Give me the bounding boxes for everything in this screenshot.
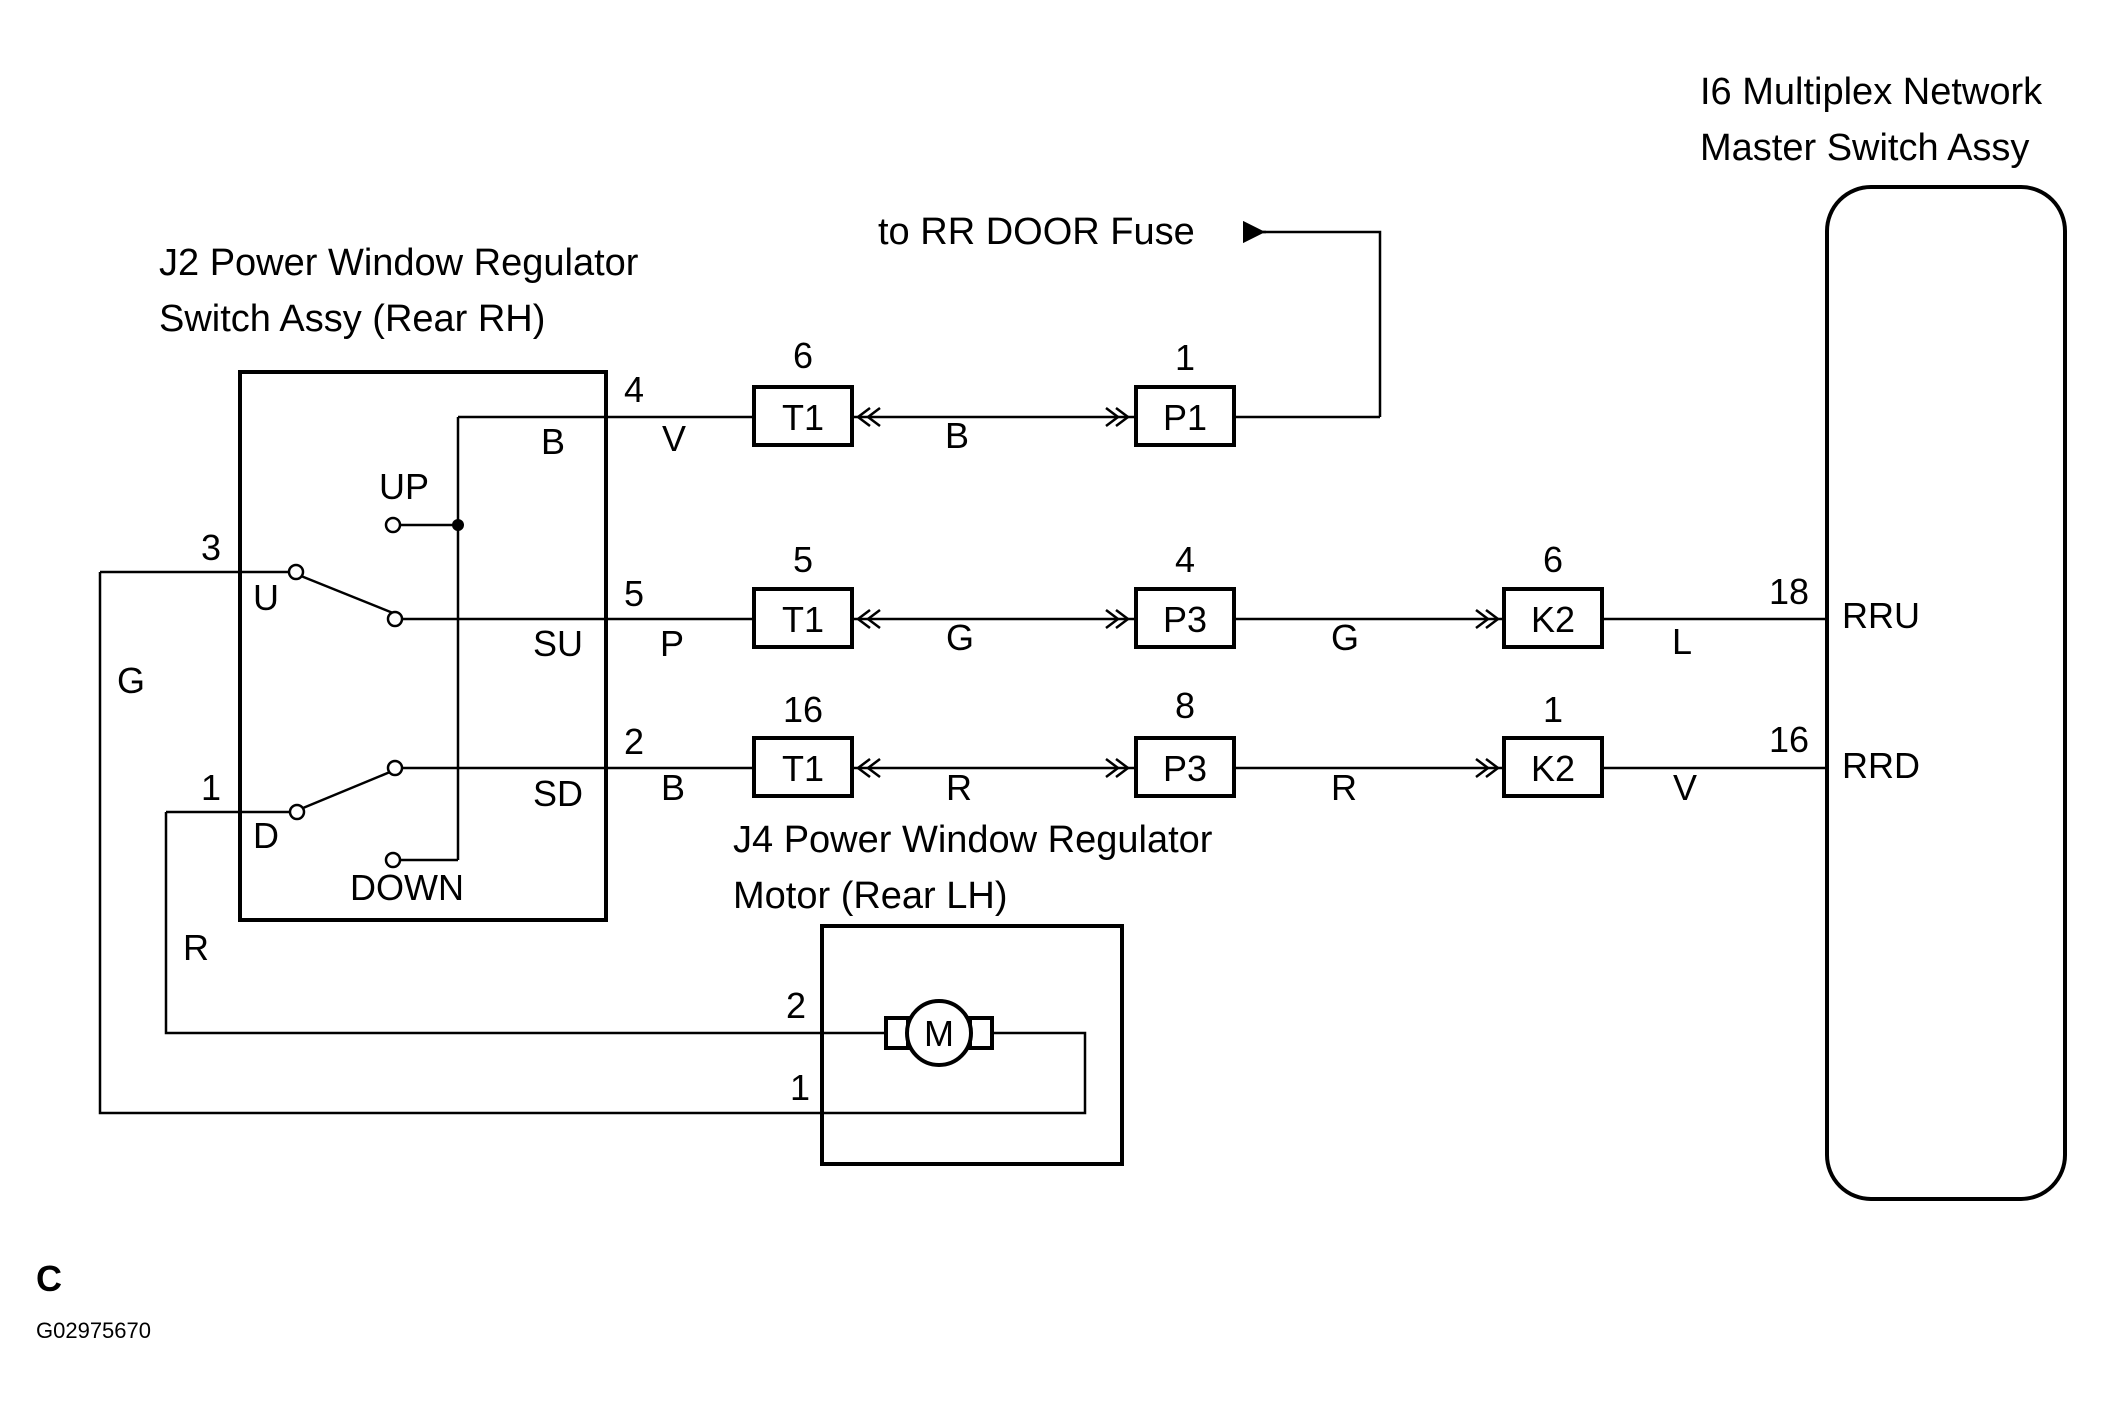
- switch-down-label: DOWN: [350, 867, 464, 908]
- wire-color-label: R: [1331, 767, 1357, 808]
- motor-symbol: M: [924, 1013, 954, 1054]
- connector-name: T1: [782, 748, 824, 789]
- wire-color-label: R: [946, 767, 972, 808]
- switch-sd-terminal: SD: [533, 773, 583, 814]
- master-rrd-terminal: RRD: [1842, 745, 1920, 786]
- wire-color-label: V: [1673, 767, 1697, 808]
- wire-color-label: P: [660, 623, 684, 664]
- fuse-label: to RR DOOR Fuse: [878, 211, 1195, 253]
- switch-pin-5: 5: [624, 573, 644, 614]
- switch-d-label: D: [253, 815, 279, 856]
- j4-title-line1: J4 Power Window Regulator: [733, 819, 1213, 861]
- switch-up-label: UP: [379, 466, 429, 507]
- connector-pin: 4: [1175, 539, 1195, 580]
- connector-pin: 6: [1543, 539, 1563, 580]
- motor-pin-1: 1: [790, 1067, 810, 1108]
- connector-name: P1: [1163, 397, 1207, 438]
- j2-title-line1: J2 Power Window Regulator: [159, 242, 639, 284]
- connector-name: P3: [1163, 748, 1207, 789]
- connector-pin: 6: [793, 335, 813, 376]
- motor-pin-2: 2: [786, 985, 806, 1026]
- master-pin-16: 16: [1769, 719, 1809, 760]
- wire-color-label: G: [946, 617, 974, 658]
- wire-color-label: G: [1331, 617, 1359, 658]
- connector-name: P3: [1163, 599, 1207, 640]
- switch-pin-2: 2: [624, 721, 644, 762]
- connector-pin: 1: [1175, 337, 1195, 378]
- connector-name: T1: [782, 397, 824, 438]
- wire-color-label: G: [117, 660, 145, 701]
- connector-p3-row3: P3 8: [1134, 685, 1236, 798]
- master-rru-terminal: RRU: [1842, 595, 1920, 636]
- wire-color-label: B: [945, 415, 969, 456]
- i6-title-line1: I6 Multiplex Network: [1700, 71, 2043, 113]
- connector-p1-row1: P1 1: [1134, 337, 1236, 447]
- j2-switch-box: [238, 370, 608, 922]
- switch-pin-1: 1: [201, 767, 221, 808]
- j2-switch-internals: [100, 415, 606, 869]
- wire-color-label: R: [183, 927, 209, 968]
- wires: [98, 220, 1827, 1115]
- connector-pin: 8: [1175, 685, 1195, 726]
- wire-color-label: L: [1672, 621, 1692, 662]
- wire-color-label: B: [661, 767, 685, 808]
- switch-u-label: U: [253, 577, 279, 618]
- switch-b-terminal: B: [541, 421, 565, 462]
- connector-t1-row2: T1 5: [752, 539, 854, 649]
- connector-name: K2: [1531, 748, 1575, 789]
- connector-pin: 1: [1543, 689, 1563, 730]
- i6-title-line2: Master Switch Assy: [1700, 127, 2029, 169]
- connector-name: K2: [1531, 599, 1575, 640]
- figure-code: G02975670: [36, 1318, 151, 1343]
- j4-motor-box: [820, 924, 1124, 1166]
- connector-name: T1: [782, 599, 824, 640]
- connector-pin: 16: [783, 689, 823, 730]
- wire-color-label: V: [662, 418, 686, 459]
- master-pin-18: 18: [1769, 571, 1809, 612]
- j2-title-line2: Switch Assy (Rear RH): [159, 298, 545, 340]
- connector-t1-row1: T1 6: [752, 335, 854, 447]
- connector-p3-row2: P3 4: [1134, 539, 1236, 649]
- switch-pin-3: 3: [201, 527, 221, 568]
- section-letter: C: [36, 1258, 62, 1299]
- connector-k2-row3: K2 1: [1502, 689, 1604, 798]
- j4-title-line2: Motor (Rear LH): [733, 875, 1008, 917]
- connector-k2-row2: K2 6: [1502, 539, 1604, 649]
- connector-cavity-marks: [855, 407, 1501, 778]
- switch-pin-4: 4: [624, 369, 644, 410]
- connector-t1-row3: T1 16: [752, 689, 854, 798]
- switch-su-terminal: SU: [533, 623, 583, 664]
- connector-pin: 5: [793, 539, 813, 580]
- motor-icon: M: [884, 999, 994, 1067]
- i6-master-switch-box: [1825, 185, 2067, 1201]
